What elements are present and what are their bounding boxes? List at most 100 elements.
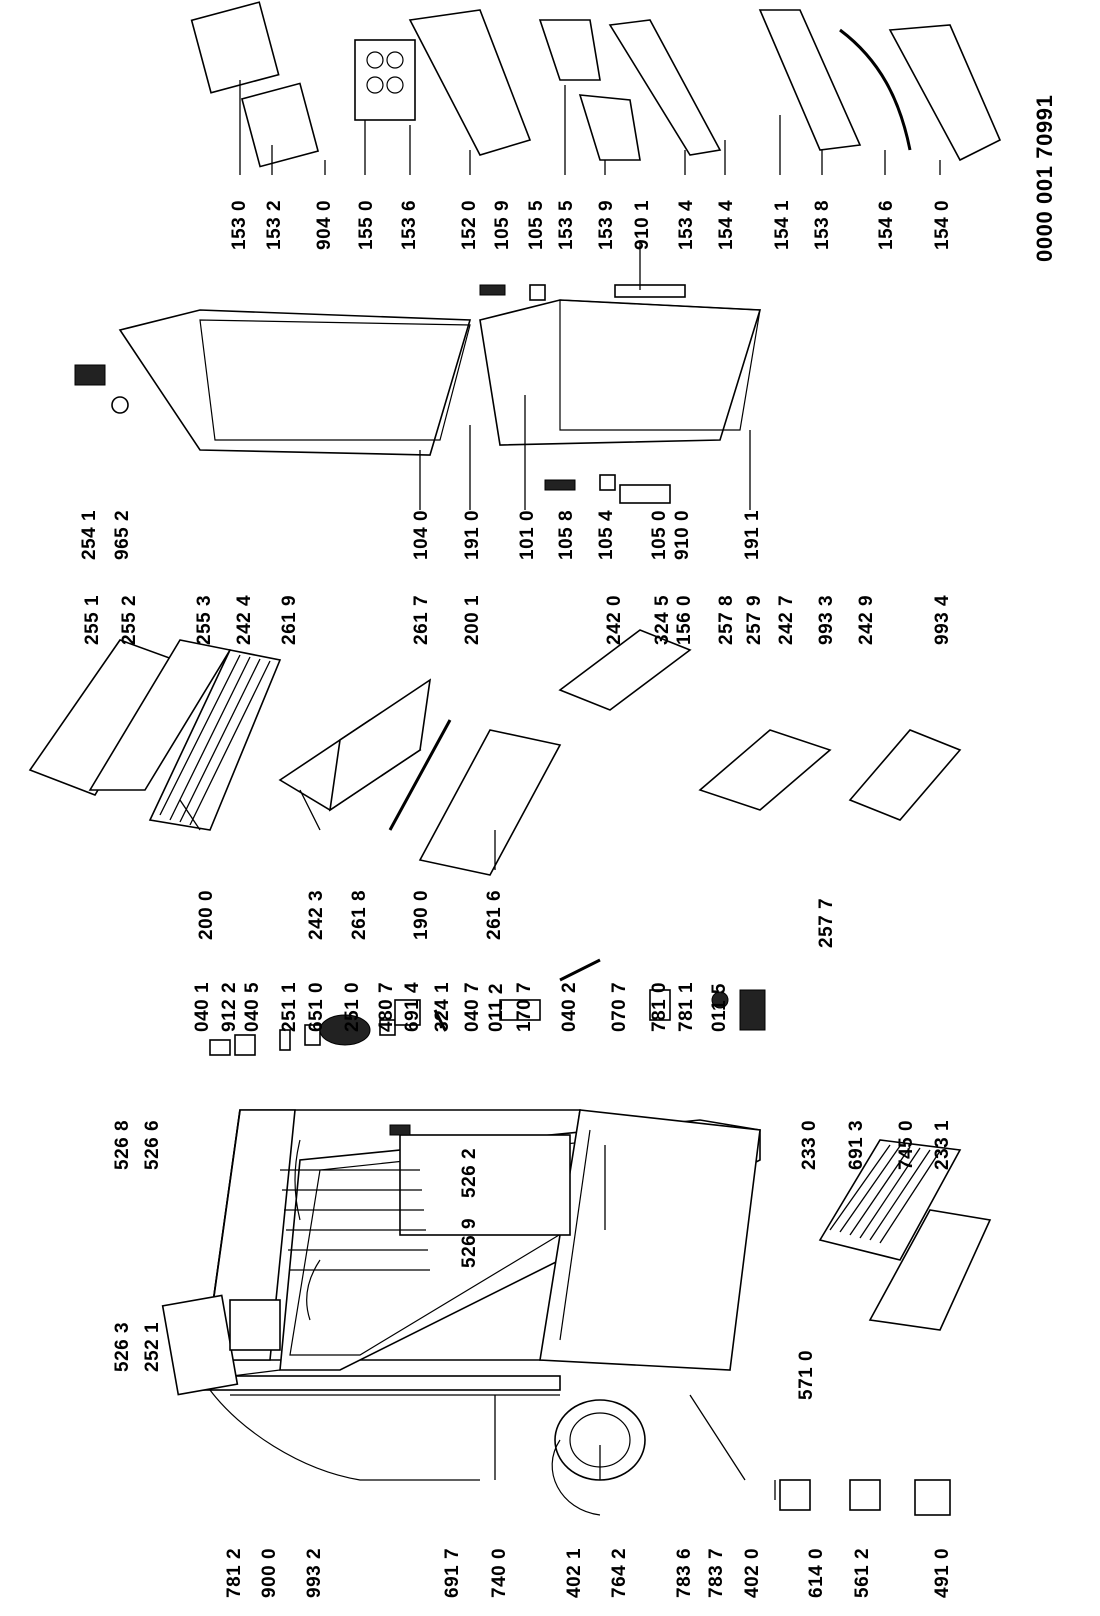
part-label-910-1: 910 1 — [632, 200, 653, 250]
glass-shelf-icon — [388, 719, 562, 876]
part-label-324-0: 912 2 — [219, 982, 240, 1032]
part-label-154-1: 154 1 — [772, 200, 793, 250]
part-label-651-0: 480 7 — [376, 982, 397, 1032]
part-label-105-0: 105 0 — [649, 510, 670, 560]
part-label-254-1: 254 1 — [79, 510, 100, 560]
part-label-764-2: 764 2 — [609, 1548, 630, 1598]
part-label-152-0: 152 0 — [459, 200, 480, 250]
part-label-040-2: 781 0 — [649, 982, 670, 1032]
part-label-105-5: 105 5 — [526, 200, 547, 250]
part-label-324-1: 011 2 — [486, 983, 507, 1032]
part-label-154-0: 154 0 — [932, 200, 953, 250]
part-label-153-6: 153 6 — [399, 200, 420, 250]
part-label-105-4: 105 4 — [596, 510, 617, 560]
condenser-grid-icon — [818, 1139, 992, 1331]
part-label-781-0: 011 5 — [709, 983, 730, 1032]
part-label-912-2: 251 1 — [279, 982, 300, 1032]
part-label-900-0: 900 0 — [259, 1548, 280, 1598]
compressor-icon — [551, 1399, 646, 1516]
part-label-526-9: 526 9 — [459, 1218, 480, 1268]
part-label-561-2: 561 2 — [852, 1548, 873, 1598]
part-label-904-0: 904 0 — [314, 200, 335, 250]
part-label-251-0: 691 4 — [402, 982, 423, 1032]
part-label-155-0: 155 0 — [356, 200, 377, 250]
part-label-104-0: 104 0 — [411, 510, 432, 560]
part-label-402-1: 402 1 — [564, 1548, 585, 1598]
part-label-965-2: 965 2 — [112, 510, 133, 560]
refrigerator-door-icon — [118, 299, 762, 456]
part-label-261-7: 261 7 — [411, 595, 432, 645]
door-balcony-icon — [190, 1, 1002, 168]
part-label-105-9: 105 9 — [492, 200, 513, 250]
leader-lines — [179, 80, 941, 1500]
part-label-040-7: 170 7 — [514, 982, 535, 1032]
part-label-261-9: 261 9 — [279, 595, 300, 645]
crisper-drawer-icon — [558, 629, 962, 821]
part-label-200-0: 200 0 — [196, 890, 217, 940]
part-label-783-6: 783 6 — [674, 1548, 695, 1598]
part-label-526-2: 526 2 — [459, 1148, 480, 1198]
part-label-993-2: 993 2 — [304, 1548, 325, 1598]
part-label-324-5: 324 5 — [652, 595, 673, 645]
part-label-261-6: 261 6 — [484, 890, 505, 940]
part-label-233-1: 233 1 — [932, 1120, 953, 1170]
part-label-153-8: 153 8 — [812, 200, 833, 250]
part-label-526-3: 526 3 — [112, 1322, 133, 1372]
part-label-910-0: 910 0 — [672, 510, 693, 560]
part-label-614-0: 614 0 — [806, 1548, 827, 1598]
part-label-783-7: 783 7 — [706, 1548, 727, 1598]
part-label-261-8: 261 8 — [349, 890, 370, 940]
part-label-571-0: 571 0 — [796, 1350, 817, 1400]
part-label-993-4: 993 4 — [932, 595, 953, 645]
part-label-011-2: 040 2 — [559, 982, 580, 1032]
cabinet-small-parts-icon — [209, 958, 766, 1056]
drawer-icon — [278, 678, 432, 812]
part-label-691-3: 691 3 — [846, 1120, 867, 1170]
document-number: 0000 001 70991 — [1032, 95, 1057, 262]
part-label-153-5: 153 5 — [556, 200, 577, 250]
wire-shelf-icon — [28, 639, 282, 831]
part-label-242-0: 242 0 — [604, 595, 625, 645]
part-label-040-5: 651 0 — [306, 982, 327, 1032]
part-label-526-8: 526 8 — [112, 1120, 133, 1170]
part-label-257-8: 257 8 — [716, 595, 737, 645]
part-label-257-7: 257 7 — [816, 898, 837, 948]
part-label-526-6: 526 6 — [142, 1120, 163, 1170]
part-label-153-0: 153 0 — [229, 200, 250, 250]
part-label-170-7: 070 7 — [609, 982, 630, 1032]
part-label-745-0: 745 0 — [896, 1120, 917, 1170]
part-label-040-1: 040 5 — [242, 982, 263, 1032]
part-label-191-1: 191 1 — [742, 510, 763, 560]
part-label-153-2: 153 2 — [264, 200, 285, 250]
part-label-242-7: 242 7 — [776, 595, 797, 645]
part-label-257-9: 257 9 — [744, 595, 765, 645]
part-label-190-0: 190 0 — [411, 890, 432, 940]
part-label-255-3: 255 3 — [194, 595, 215, 645]
part-label-156-0: 156 0 — [674, 595, 695, 645]
part-label-242-3: 242 3 — [306, 890, 327, 940]
part-label-781-2: 781 2 — [224, 1548, 245, 1598]
part-label-154-6: 154 6 — [876, 200, 897, 250]
part-label-003-1: 040 1 — [192, 982, 213, 1032]
part-label-105-8: 105 8 — [556, 510, 577, 560]
part-label-491-0: 491 0 — [932, 1548, 953, 1598]
refrigerator-cabinet-icon — [161, 1109, 761, 1481]
part-label-255-2: 255 2 — [119, 595, 140, 645]
part-label-101-0: 101 0 — [517, 510, 538, 560]
part-label-251-1: 251 0 — [342, 982, 363, 1032]
part-label-233-0: 233 0 — [799, 1120, 820, 1170]
part-label-691-4: 040 7 — [462, 982, 483, 1032]
part-label-402-0: 402 0 — [742, 1548, 763, 1598]
part-label-070-7: 781 1 — [676, 982, 697, 1032]
part-label-153-9: 153 9 — [596, 200, 617, 250]
part-label-740-0: 740 0 — [489, 1548, 510, 1598]
part-label-255-1: 255 1 — [82, 595, 103, 645]
part-label-153-4: 153 4 — [676, 200, 697, 250]
part-label-154-4: 154 4 — [716, 200, 737, 250]
part-label-252-1: 252 1 — [142, 1322, 163, 1372]
part-label-993-3: 993 3 — [816, 595, 837, 645]
hinge-icon — [74, 284, 951, 1516]
part-label-691-7: 691 7 — [442, 1548, 463, 1598]
part-label-242-9: 242 9 — [856, 595, 877, 645]
